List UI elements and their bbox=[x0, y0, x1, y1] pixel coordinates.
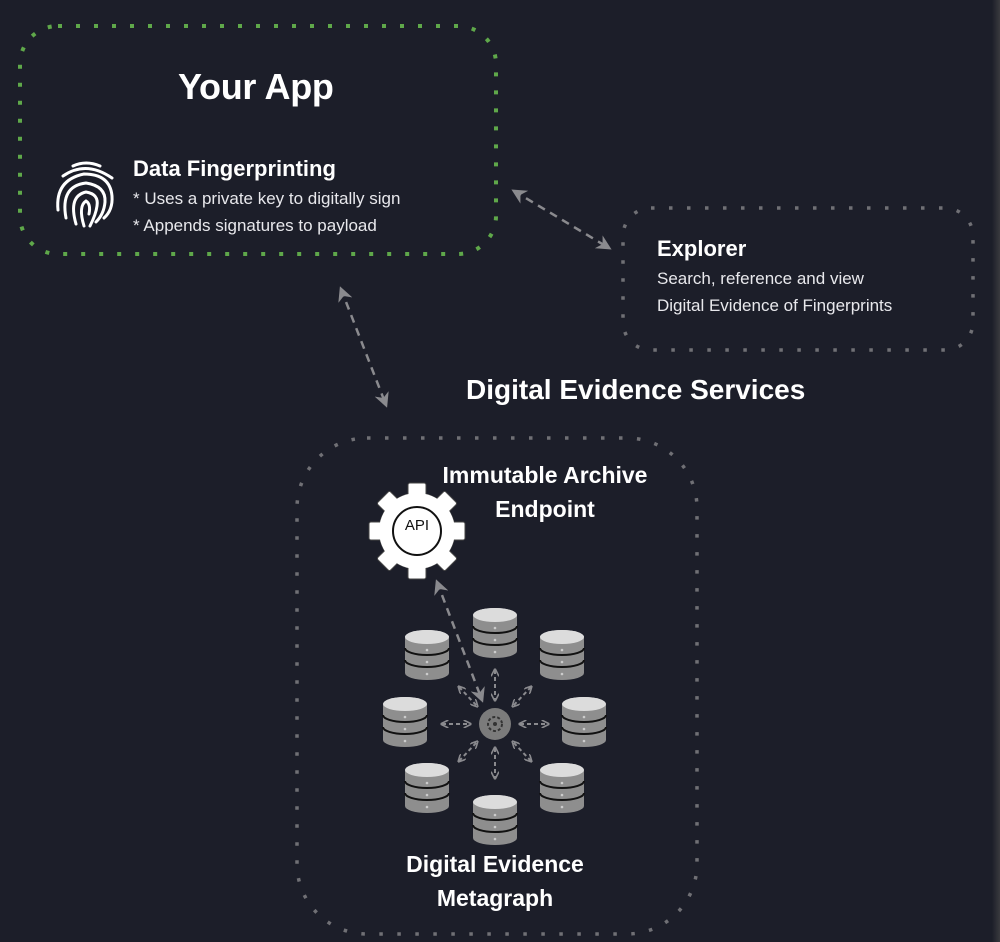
metagraph-title-line: Metagraph bbox=[436, 885, 554, 911]
connector-endpoint-metagraph bbox=[434, 579, 485, 703]
database-icon bbox=[561, 696, 607, 748]
fingerprint-icon bbox=[56, 161, 114, 228]
fingerprinting-title: Data Fingerprinting bbox=[133, 156, 336, 181]
endpoint-title: Immutable Archive Endpoint bbox=[420, 458, 670, 526]
metagraph-title: Digital Evidence Metagraph bbox=[385, 847, 605, 915]
your-app-box bbox=[18, 24, 498, 256]
explorer-description: Digital Evidence of Fingerprints bbox=[657, 296, 893, 315]
window-edge bbox=[992, 0, 1000, 942]
explorer-description: Search, reference and view bbox=[657, 269, 864, 288]
database-icon bbox=[404, 629, 450, 681]
endpoint-title-line: Endpoint bbox=[495, 496, 595, 522]
api-gear-icon bbox=[368, 482, 466, 580]
endpoint-title-line: Immutable Archive bbox=[442, 462, 648, 488]
database-icon bbox=[539, 762, 585, 814]
database-icon bbox=[382, 696, 428, 748]
services-title: Digital Evidence Services bbox=[466, 374, 806, 405]
database-icon bbox=[539, 629, 585, 681]
explorer-box bbox=[621, 206, 975, 352]
api-label: API bbox=[404, 517, 430, 534]
hub-spokes bbox=[442, 670, 548, 778]
metagraph-title-line: Digital Evidence bbox=[406, 851, 584, 877]
fingerprinting-line: * Appends signatures to payload bbox=[133, 216, 377, 235]
hub-icon bbox=[479, 708, 511, 740]
your-app-title: Your App bbox=[178, 66, 334, 107]
connector-app-services bbox=[338, 286, 389, 408]
explorer-title: Explorer bbox=[657, 236, 747, 261]
fingerprinting-line: * Uses a private key to digitally sign bbox=[133, 189, 401, 208]
database-icon bbox=[472, 607, 518, 659]
connector-app-explorer bbox=[511, 189, 612, 250]
database-icon bbox=[472, 794, 518, 846]
database-icon bbox=[404, 762, 450, 814]
